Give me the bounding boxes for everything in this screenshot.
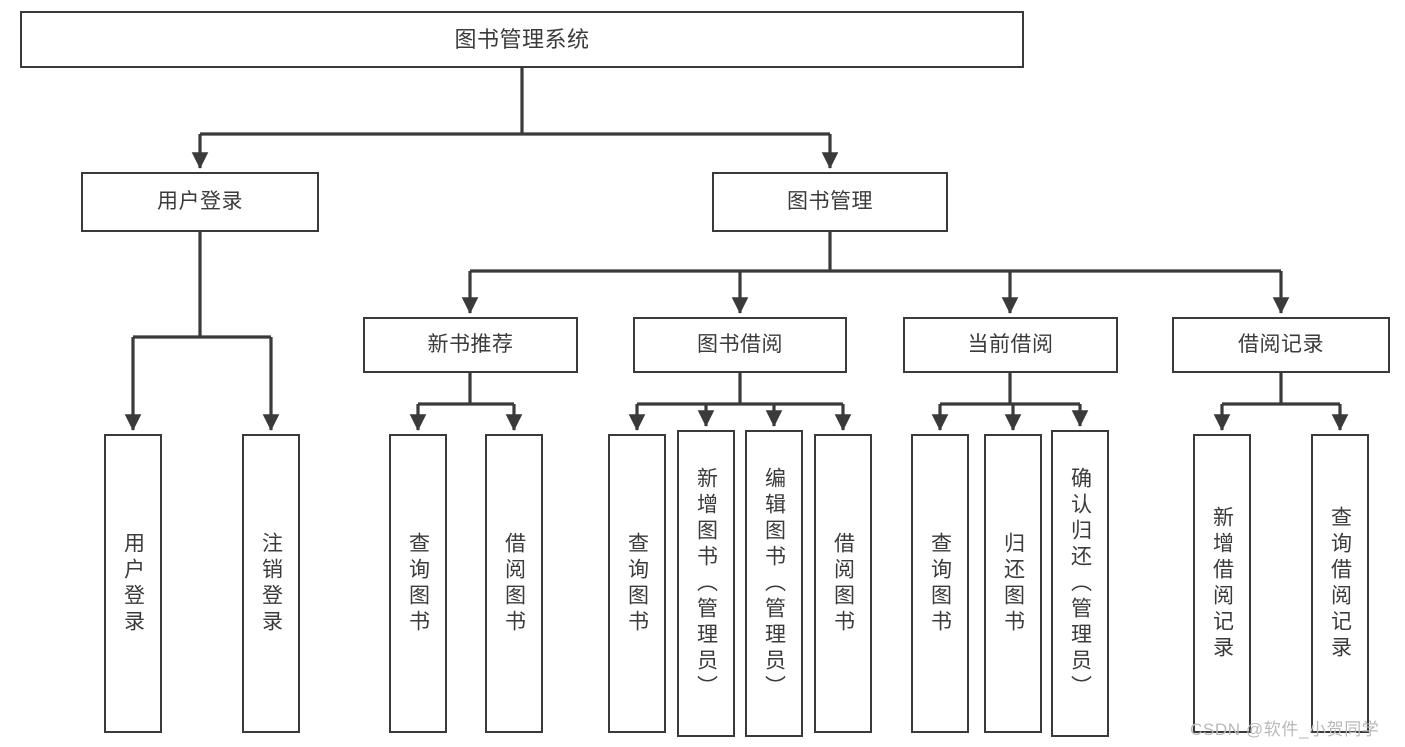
node-leaf-query-book-rec[interactable]: 查询图书: [389, 434, 447, 733]
node-leaf-borrow-book-rec[interactable]: 借阅图书: [485, 434, 543, 733]
csdn-watermark: CSDN @软件_小贺同学: [1190, 720, 1380, 739]
node-leaf-return-book[interactable]: 归还图书: [984, 434, 1042, 733]
node-leaf-user-login[interactable]: 用户登录: [104, 434, 162, 733]
node-leaf-return-book-label: 归还图书: [1001, 531, 1025, 636]
node-current-borrow[interactable]: 当前借阅: [903, 317, 1118, 373]
node-leaf-add-record-label: 新增借阅记录: [1210, 505, 1234, 662]
node-new-book-rec-label: 新书推荐: [427, 332, 514, 356]
node-leaf-query-book-bor[interactable]: 查询图书: [608, 434, 666, 733]
node-new-book-rec[interactable]: 新书推荐: [363, 317, 578, 373]
node-borrow-record-label: 借阅记录: [1238, 332, 1324, 356]
node-book-manage[interactable]: 图书管理: [712, 172, 948, 232]
node-leaf-query-record-label: 查询借阅记录: [1328, 505, 1352, 662]
node-leaf-confirm-return-label: 确认归还（管理员）: [1068, 466, 1092, 701]
node-user-login-label: 用户登录: [157, 189, 243, 213]
node-leaf-user-logout-label: 注销登录: [259, 531, 283, 636]
node-leaf-query-record[interactable]: 查询借阅记录: [1311, 434, 1369, 733]
node-leaf-add-book[interactable]: 新增图书（管理员）: [677, 430, 735, 737]
node-root[interactable]: 图书管理系统: [20, 11, 1024, 68]
node-current-borrow-label: 当前借阅: [967, 332, 1054, 356]
node-leaf-borrow-book-label: 借阅图书: [831, 531, 855, 636]
node-leaf-edit-book-label: 编辑图书（管理员）: [762, 466, 786, 701]
node-leaf-add-record[interactable]: 新增借阅记录: [1193, 434, 1251, 733]
node-leaf-user-login-label: 用户登录: [121, 531, 145, 636]
node-leaf-query-book-bor-label: 查询图书: [625, 531, 649, 636]
node-user-login[interactable]: 用户登录: [81, 172, 319, 232]
node-book-borrow-label: 图书借阅: [697, 332, 783, 356]
node-borrow-record[interactable]: 借阅记录: [1172, 317, 1390, 373]
node-leaf-borrow-book-rec-label: 借阅图书: [502, 531, 526, 636]
node-leaf-query-book-cur[interactable]: 查询图书: [911, 434, 969, 733]
node-leaf-add-book-label: 新增图书（管理员）: [694, 466, 718, 701]
node-root-label: 图书管理系统: [454, 26, 590, 52]
node-leaf-user-logout[interactable]: 注销登录: [242, 434, 300, 733]
node-leaf-borrow-book[interactable]: 借阅图书: [814, 434, 872, 733]
node-leaf-edit-book[interactable]: 编辑图书（管理员）: [745, 430, 803, 737]
node-leaf-confirm-return[interactable]: 确认归还（管理员）: [1051, 430, 1109, 737]
node-leaf-query-book-rec-label: 查询图书: [406, 531, 430, 636]
node-leaf-query-book-cur-label: 查询图书: [928, 531, 952, 636]
node-book-manage-label: 图书管理: [787, 189, 873, 213]
node-book-borrow[interactable]: 图书借阅: [633, 317, 847, 373]
